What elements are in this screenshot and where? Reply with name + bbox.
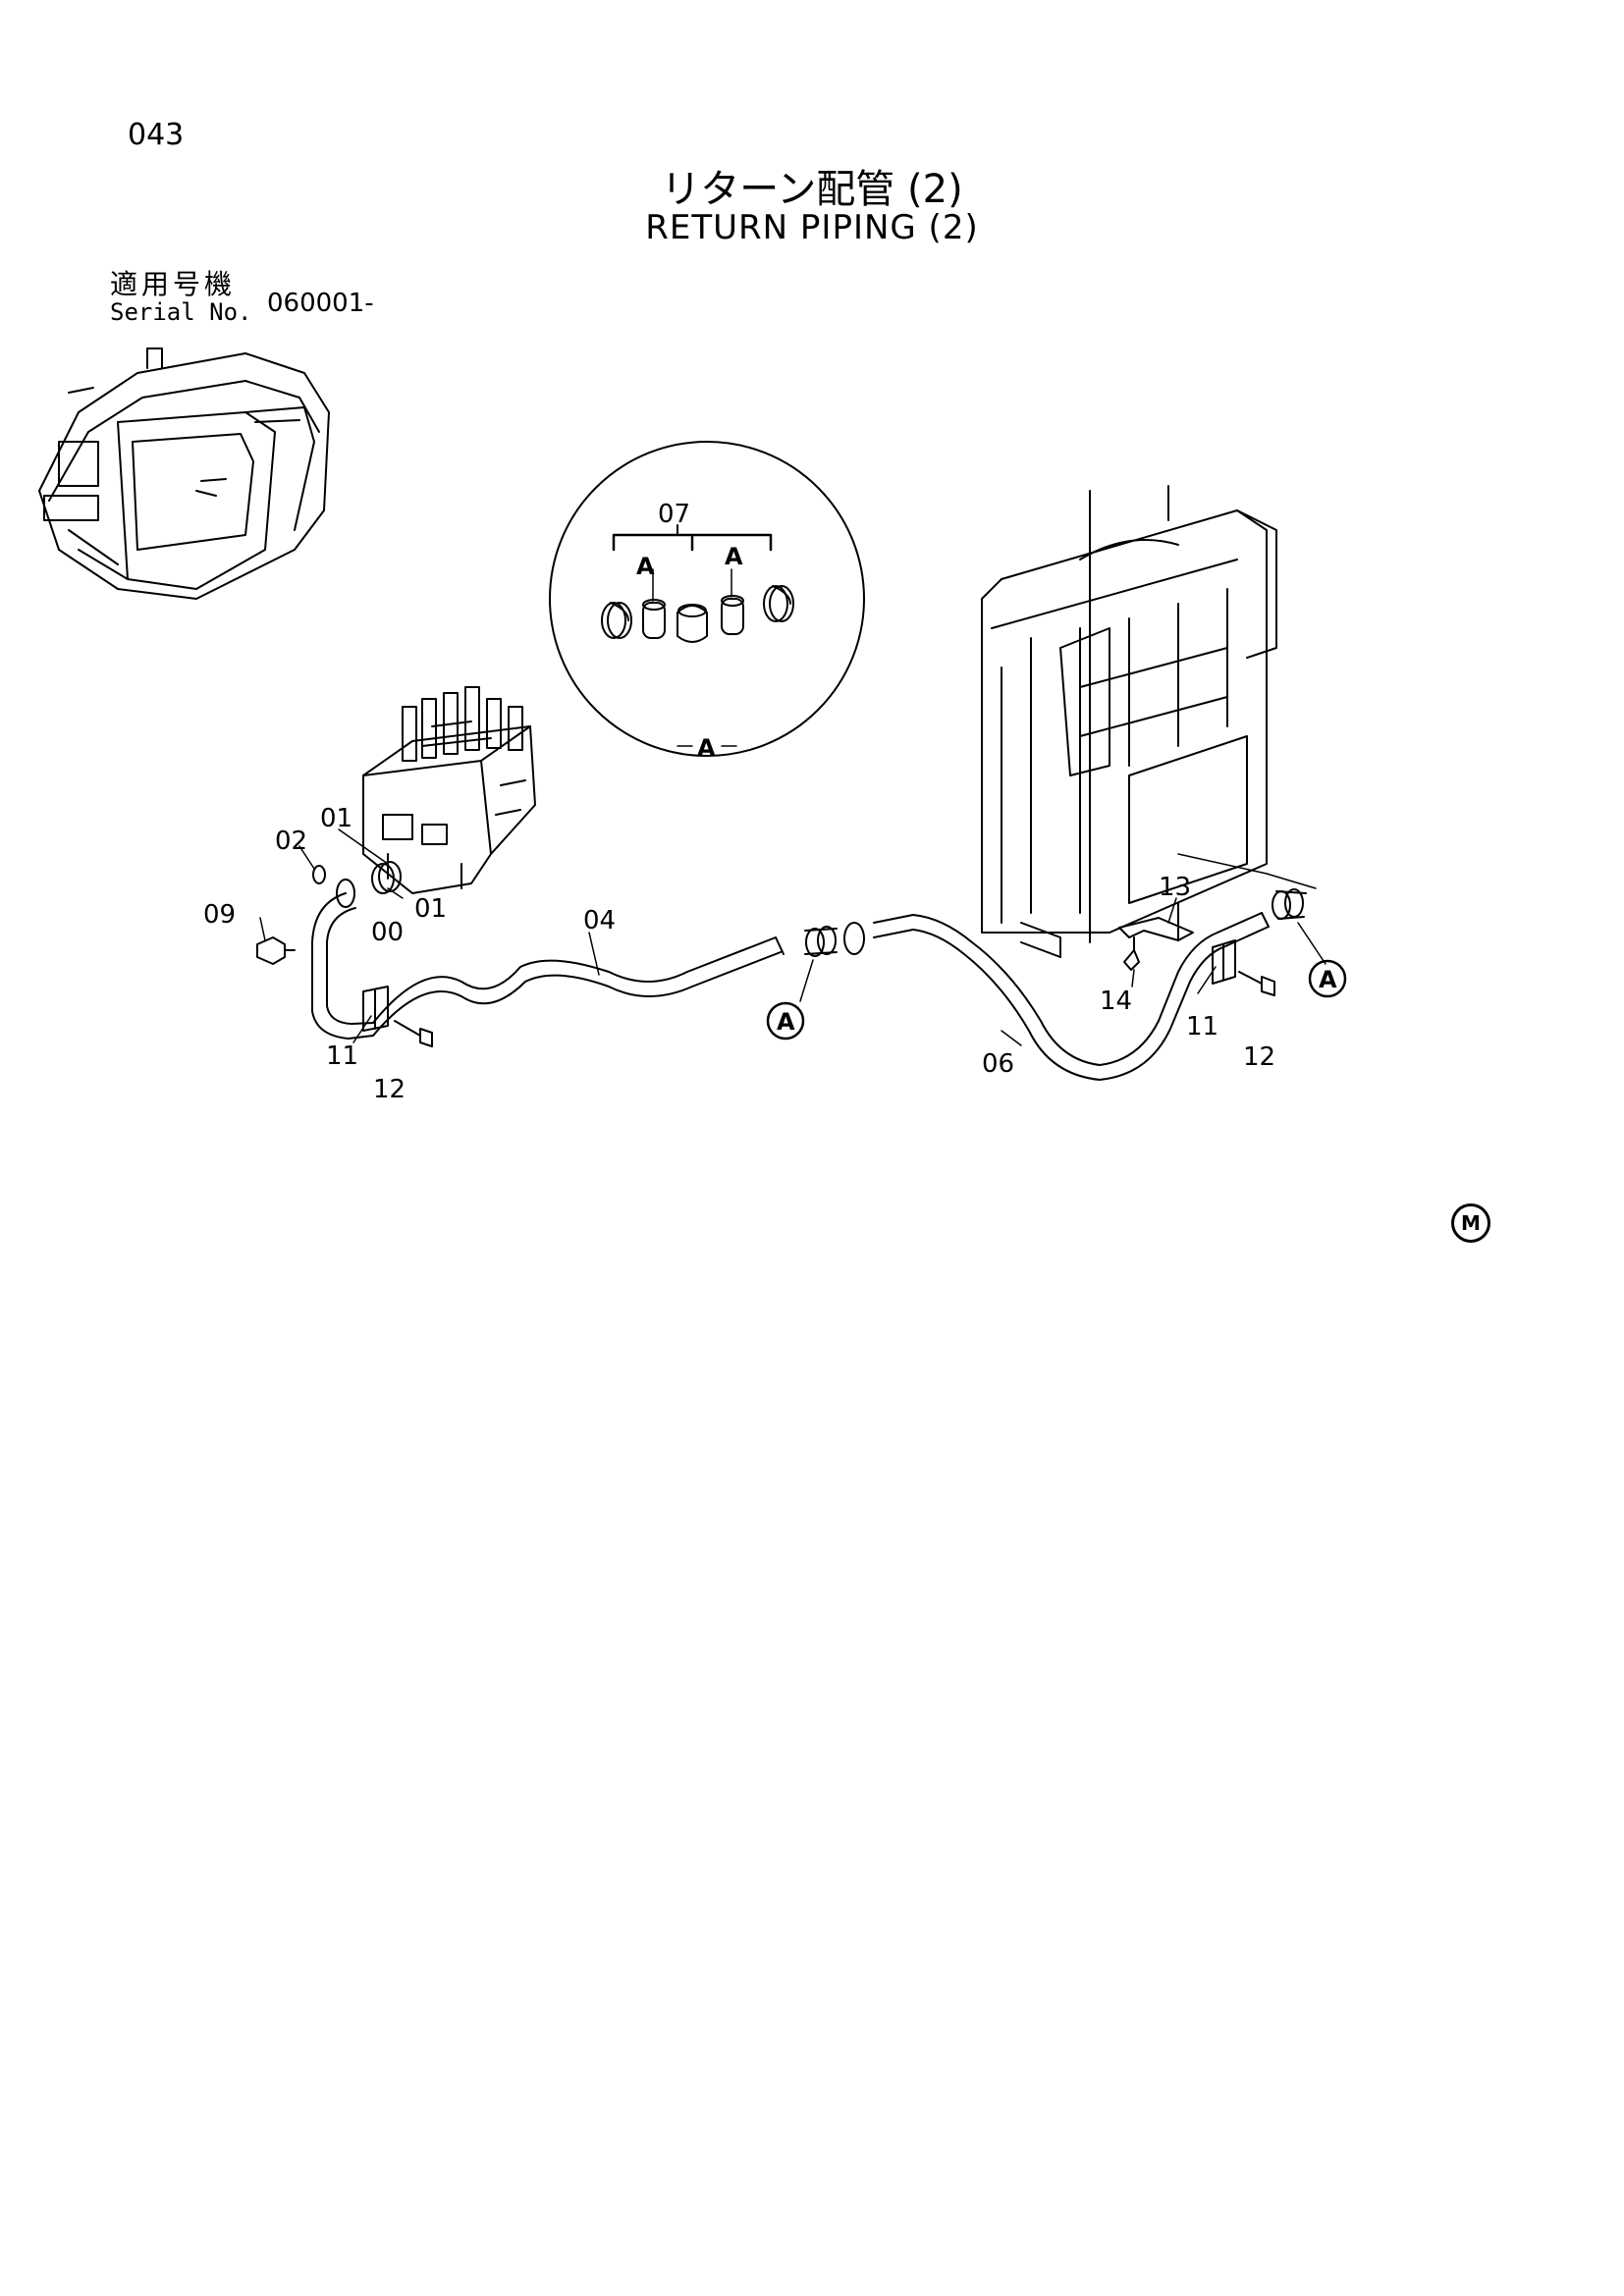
title-japanese: リターン配管 (2) (661, 167, 963, 212)
hose-fitting-right (1272, 888, 1307, 920)
page-number: 043 (128, 118, 185, 152)
callout-11-left: 11 (326, 1041, 358, 1071)
clamp-11-right (1212, 939, 1236, 985)
callout-09: 09 (203, 900, 236, 930)
serial-label-english: Serial No. (110, 298, 252, 326)
bracket-13 (1118, 902, 1194, 941)
detail-view-label: A (697, 734, 716, 762)
excavator-cab-illustration (38, 347, 330, 600)
radiator-illustration (981, 485, 1277, 958)
reference-a-right-label: A (1319, 966, 1337, 993)
callout-02: 02 (275, 827, 307, 856)
callout-13: 13 (1159, 873, 1191, 902)
callout-07: 07 (658, 500, 690, 529)
detail-sub-label-a1: A (636, 553, 655, 580)
hose-fitting (804, 922, 865, 957)
control-valve-illustration (362, 686, 536, 894)
callout-01-upper: 01 (320, 804, 352, 833)
reference-a-right: A (1308, 959, 1347, 998)
pipe-06 (873, 912, 1270, 1081)
bolt-12-left (394, 1020, 433, 1047)
callout-14: 14 (1100, 987, 1132, 1016)
title-english: RETURN PIPING (2) (645, 208, 979, 247)
detail-sub-label-a2: A (725, 543, 743, 570)
reference-a-left-label: A (777, 1008, 795, 1036)
plug-09 (256, 936, 296, 965)
callout-04: 04 (583, 906, 616, 935)
callout-12-right: 12 (1243, 1042, 1275, 1072)
detail-view-circle (549, 441, 865, 757)
callout-00: 00 (371, 918, 404, 947)
serial-value: 060001- (267, 289, 374, 318)
callout-11-right: 11 (1186, 1012, 1218, 1041)
callout-leaders (259, 828, 1326, 1046)
bolt-14 (1123, 936, 1140, 971)
callout-12-left: 12 (373, 1075, 406, 1104)
clamp-11-left (362, 986, 389, 1032)
callout-01-lower: 01 (414, 894, 447, 924)
pipe-connector (312, 861, 402, 908)
serial-label-japanese: 適用号機 (110, 268, 237, 300)
reference-a-left: A (766, 1001, 805, 1041)
pipe-04 (311, 892, 785, 1040)
bolt-12-right (1238, 971, 1275, 996)
callout-06: 06 (982, 1049, 1014, 1079)
footer-circle-mark: M (1451, 1203, 1490, 1243)
